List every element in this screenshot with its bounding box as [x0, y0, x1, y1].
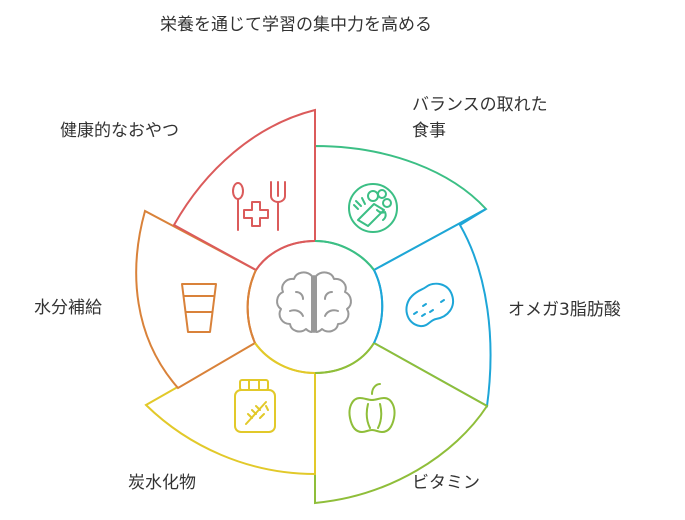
vegetables-bowl-icon [348, 183, 398, 233]
grain-jar-icon [234, 379, 276, 433]
carbohydrates-label: 炭水化物 [128, 473, 196, 493]
peanut-icon [405, 282, 454, 328]
segment-balanced-diet: バランスの取れた 食事 [314, 95, 548, 272]
hydration-label: 水分補給 [34, 298, 102, 318]
omega3-label: オメガ3脂肪酸 [508, 300, 621, 320]
spoon-fork-health-icon [232, 181, 286, 231]
center-hub [246, 240, 384, 374]
balanced-diet-label-line2: 食事 [412, 121, 446, 141]
healthy-snacks-label: 健康的なおやつ [60, 121, 179, 141]
balanced-diet-label-line1: バランスの取れた [412, 95, 548, 115]
water-glass-icon [181, 283, 217, 333]
segment-hydration: 水分補給 [34, 209, 258, 390]
segment-healthy-snacks: 健康的なおやつ [60, 108, 316, 272]
segment-omega3: オメガ3脂肪酸 [372, 208, 621, 408]
vitamins-label: ビタミン [412, 473, 480, 493]
bell-pepper-icon [348, 383, 396, 433]
segment-vitamins: ビタミン [314, 341, 489, 505]
brain-icon [276, 271, 352, 333]
diagram-title: 栄養を通じて学習の集中力を高める [160, 15, 432, 35]
segment-carbohydrates: 炭水化物 [128, 341, 316, 493]
